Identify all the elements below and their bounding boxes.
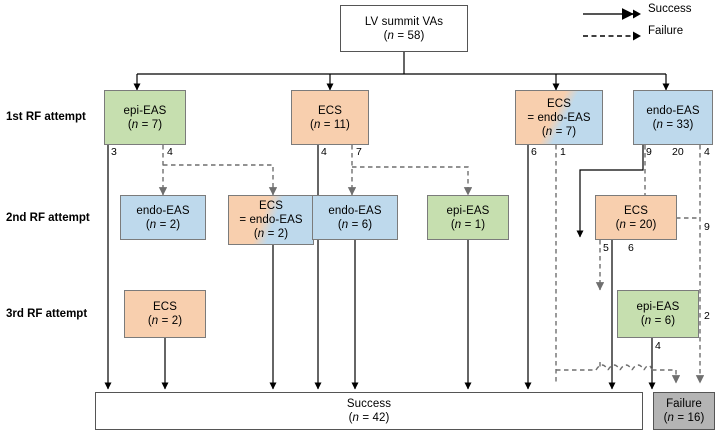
edge-label-both7-success: 6 <box>531 146 537 158</box>
edge-label-epi-failure: 4 <box>167 146 173 158</box>
edge-endo33-to-ecs20 <box>576 145 644 238</box>
node-r2-ecs20-line1: ECS <box>624 204 648 217</box>
row-label-3rd-rf-attempt: 3rd RF attempt <box>6 308 88 320</box>
node-r3-ecs-2[interactable]: ECS (n = 2) <box>124 290 206 338</box>
node-r1-both-line3: (n = 7) <box>541 125 577 138</box>
node-r2-both2-line3: (n = 2) <box>253 228 289 240</box>
edge-fail-bus-to-failure <box>652 369 681 384</box>
node-r2-epi1-line2: (n = 1) <box>450 218 486 231</box>
node-r2-endo2-line1: endo-EAS <box>136 204 190 217</box>
node-r2-ecs20-line2: (n = 20) <box>615 218 657 231</box>
node-r3-ecs2-line1: ECS <box>153 301 177 313</box>
edge-label-ecs11-failure: 7 <box>356 146 362 158</box>
edge-label-epi6-failure: 2 <box>704 310 710 322</box>
node-failure[interactable]: Failure (n = 16) <box>653 392 715 430</box>
node-r2-ecs-20[interactable]: ECS (n = 20) <box>595 195 677 240</box>
edge-label-endo33-failure: 20 <box>672 146 684 158</box>
node-success[interactable]: Success (n = 42) <box>95 392 643 430</box>
row-label-2nd-rf-attempt: 2nd RF attempt <box>6 212 90 224</box>
legend-failure-line <box>583 31 641 41</box>
node-r1-both-line1: ECS <box>547 97 571 110</box>
edge-ecs11-fail-right <box>352 166 473 196</box>
edge-epi-fail-right <box>163 164 278 196</box>
edge-label-endo33-success: 9 <box>646 146 652 158</box>
node-r2-endo6-line1: endo-EAS <box>328 204 382 217</box>
legend-success-line <box>583 8 641 20</box>
node-r3-ecs2-line2: (n = 2) <box>147 315 183 327</box>
node-r2-endo2-line2: (n = 2) <box>145 218 181 231</box>
node-r1-ecs-equals-endo-eas[interactable]: ECS = endo-EAS (n = 7) <box>515 90 603 145</box>
node-r2-both2-line2: = endo-EAS <box>239 214 303 226</box>
node-r2-endo6-line2: (n = 6) <box>337 218 373 231</box>
row-label-1st-rf-attempt: 1st RF attempt <box>6 111 86 123</box>
edge-label-epi-success: 3 <box>111 146 117 158</box>
node-success-line1: Success <box>346 398 392 410</box>
edge-label-epi6-success: 4 <box>655 340 661 352</box>
legend-failure-label: Failure <box>648 25 684 37</box>
node-root-line2: (n = 58) <box>383 29 425 42</box>
node-r1-epi-line2: (n = 7) <box>127 118 163 131</box>
edge-label-ecs11-success: 4 <box>321 146 327 158</box>
node-r1-ecs-line2: (n = 11) <box>310 118 350 131</box>
node-r1-endo-line2: (n = 33) <box>652 118 694 131</box>
legend-success-label: Success <box>648 3 692 15</box>
node-r3-epi-eas-6[interactable]: epi-EAS (n = 6) <box>617 290 699 338</box>
node-r1-ecs-line1: ECS <box>318 104 342 117</box>
edge-label-endo33-right-9: 9 <box>704 221 710 233</box>
node-r3-epi6-line1: epi-EAS <box>636 301 680 313</box>
node-root[interactable]: LV summit VAs (n = 58) <box>340 5 468 52</box>
node-r2-endo-eas-6[interactable]: endo-EAS (n = 6) <box>312 195 398 240</box>
node-r2-epi-eas-1[interactable]: epi-EAS (n = 1) <box>427 195 509 240</box>
edge-label-both7-failure: 1 <box>560 146 566 158</box>
node-r2-epi1-line1: epi-EAS <box>446 204 490 217</box>
node-failure-line2: (n = 16) <box>663 412 705 424</box>
node-r2-endo-eas-2[interactable]: endo-EAS (n = 2) <box>120 195 206 240</box>
node-r2-both2-line1: ECS <box>259 200 283 212</box>
edge-label-ecs20-failure: 6 <box>628 242 634 254</box>
node-r1-epi-eas[interactable]: epi-EAS (n = 7) <box>104 90 186 145</box>
node-r1-endo-eas[interactable]: endo-EAS (n = 33) <box>633 90 713 145</box>
edge-label-endo33-failure-2: 4 <box>704 146 710 158</box>
node-r3-epi6-line2: (n = 6) <box>640 315 676 327</box>
node-r1-epi-line1: epi-EAS <box>123 104 167 117</box>
node-r1-endo-line1: endo-EAS <box>646 104 700 117</box>
edge-label-ecs20-success: 5 <box>603 242 609 254</box>
node-success-line2: (n = 42) <box>348 412 390 424</box>
node-failure-line1: Failure <box>666 398 702 410</box>
node-r1-both-line2: = endo-EAS <box>527 111 591 124</box>
wire-hop-arcs <box>595 364 653 371</box>
node-root-line1: LV summit VAs <box>364 15 444 28</box>
node-r2-ecs-equals-endo-eas[interactable]: ECS = endo-EAS (n = 2) <box>228 195 314 245</box>
node-r1-ecs[interactable]: ECS (n = 11) <box>291 90 369 145</box>
